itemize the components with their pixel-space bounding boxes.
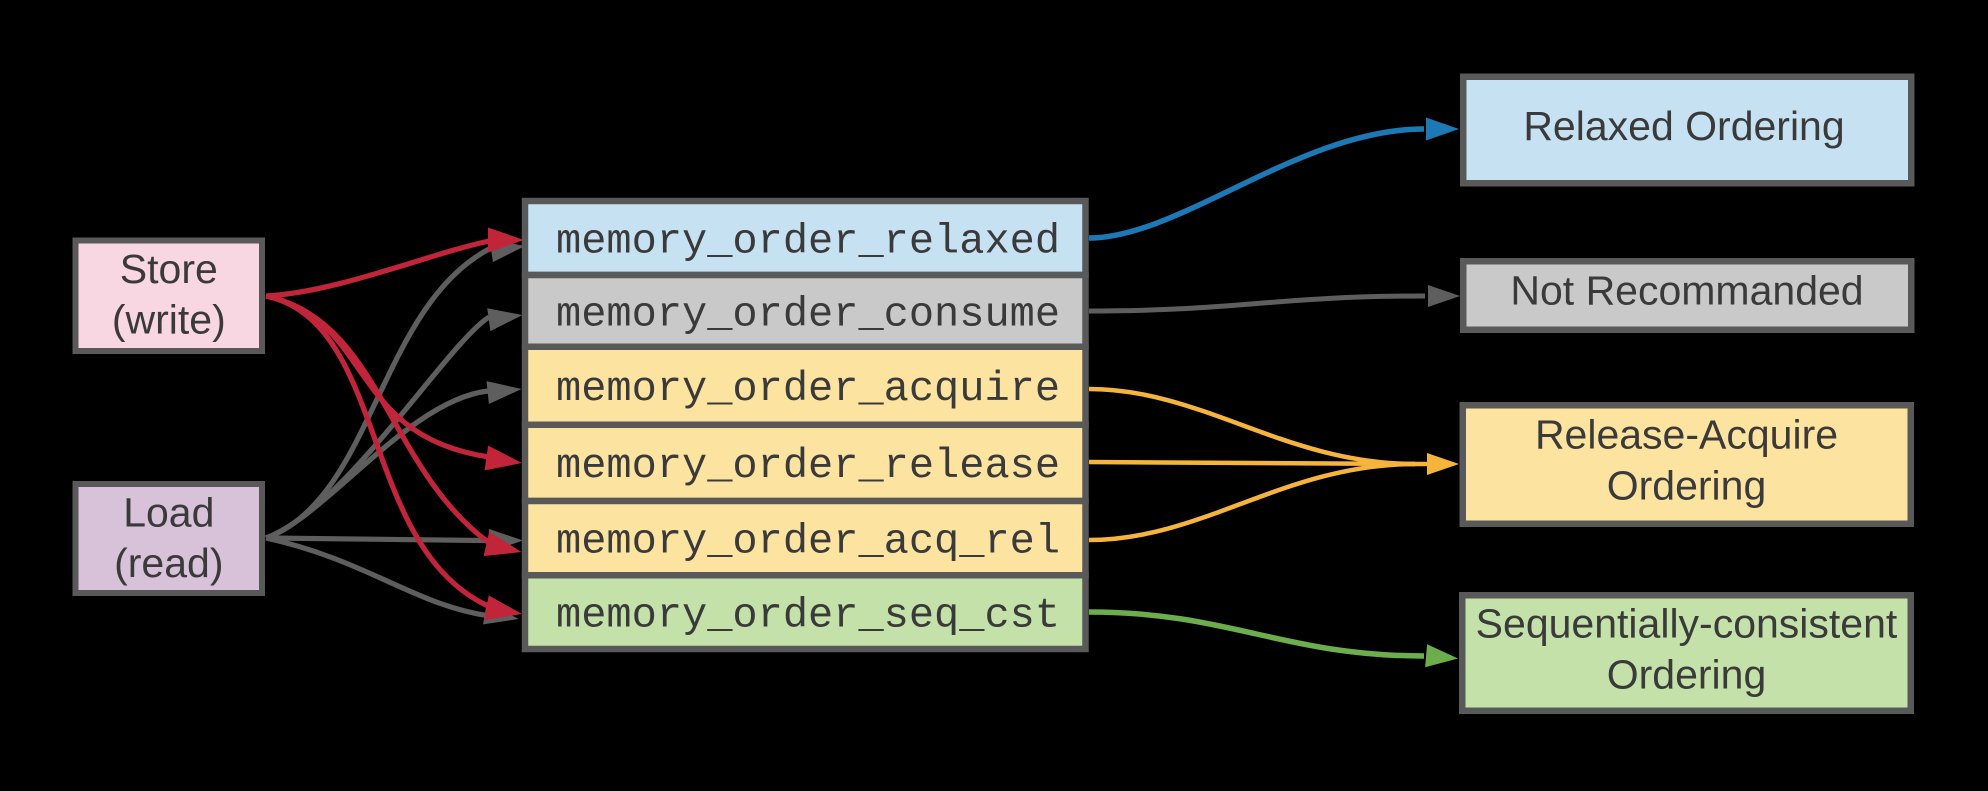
svg-text:memory_order_relaxed: memory_order_relaxed: [556, 218, 1060, 266]
svg-text:Store: Store: [120, 246, 218, 292]
svg-text:Relaxed Ordering: Relaxed Ordering: [1523, 103, 1844, 149]
svg-text:Not Recommanded: Not Recommanded: [1510, 268, 1863, 314]
svg-text:memory_order_consume: memory_order_consume: [556, 290, 1060, 338]
svg-text:Ordering: Ordering: [1607, 463, 1767, 509]
svg-text:Sequentially-consistent: Sequentially-consistent: [1476, 601, 1898, 647]
svg-text:(write): (write): [112, 297, 226, 343]
svg-text:memory_order_seq_cst: memory_order_seq_cst: [556, 592, 1060, 640]
svg-text:memory_order_acquire: memory_order_acquire: [556, 365, 1060, 413]
svg-text:memory_order_acq_rel: memory_order_acq_rel: [556, 518, 1060, 566]
svg-text:Ordering: Ordering: [1607, 652, 1767, 698]
svg-text:memory_order_release: memory_order_release: [556, 442, 1060, 490]
svg-text:(read): (read): [114, 540, 223, 586]
svg-text:Load: Load: [123, 490, 214, 536]
svg-text:Release-Acquire: Release-Acquire: [1535, 412, 1838, 458]
